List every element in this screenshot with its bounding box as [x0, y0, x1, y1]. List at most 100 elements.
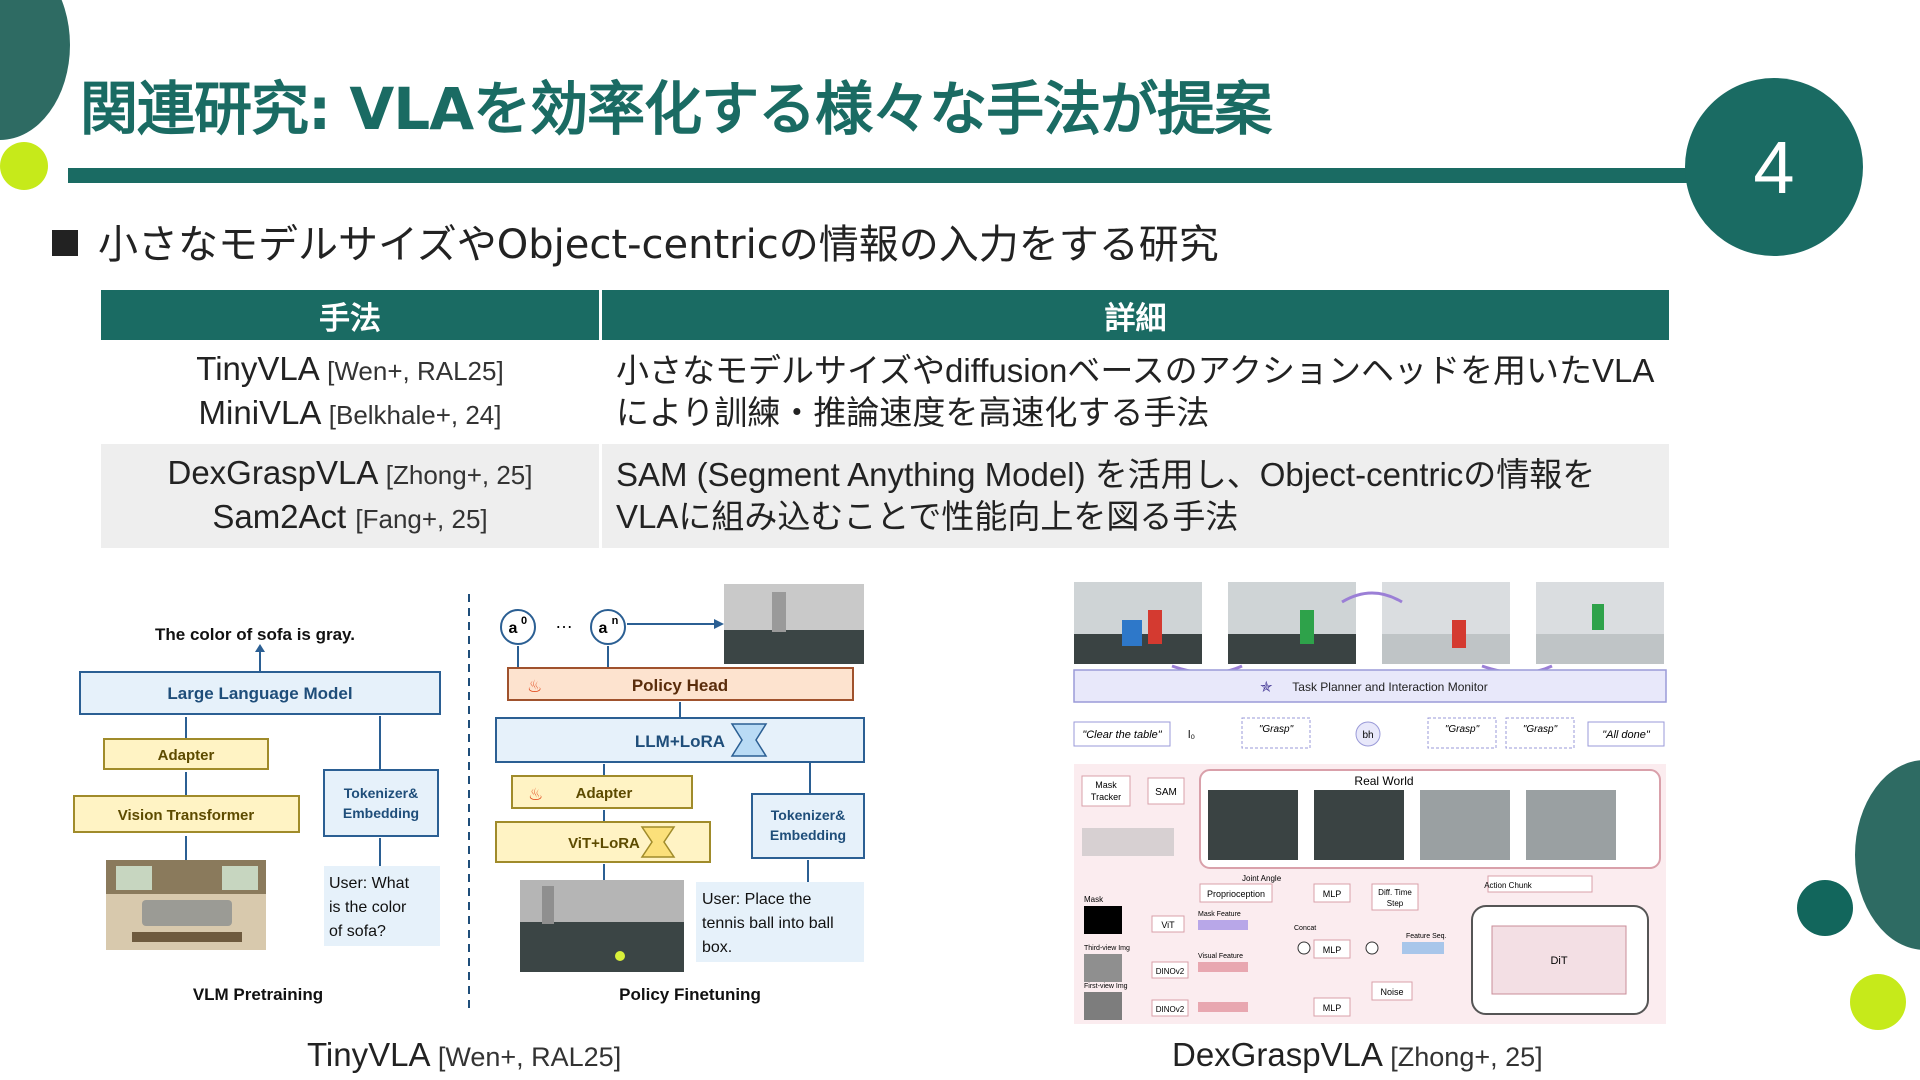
- method-name: Sam2Act: [212, 498, 346, 535]
- real-world-photo: [1420, 790, 1510, 860]
- l0-label: l₀: [1188, 729, 1195, 741]
- scene-photo: [1382, 582, 1510, 664]
- feature-seq-label: Feature Seq.: [1406, 933, 1447, 940]
- visual-feature-label: Visual Feature: [1198, 953, 1243, 960]
- methods-table: 手法 詳細 TinyVLA [Wen+, RAL25] MiniVLA [Bel…: [101, 290, 1669, 548]
- decor-dot-lime-right: [1850, 974, 1906, 1030]
- sam-label: SAM: [1155, 787, 1177, 798]
- llm-label: Large Language Model: [167, 684, 352, 703]
- scene-photo: [1536, 582, 1664, 664]
- decor-circle-top-left: [0, 0, 70, 140]
- caption-name: TinyVLA: [307, 1036, 429, 1073]
- action-an-label: a: [599, 620, 608, 637]
- decor-dot-lime-left: [0, 142, 48, 190]
- method-cite: [Belkhale+, 24]: [329, 400, 502, 430]
- living-room-image: [106, 860, 266, 950]
- concat-label: Concat: [1294, 925, 1316, 932]
- mask-image: [1084, 906, 1122, 934]
- tokenizer2-box: [752, 794, 864, 858]
- bh-label: bh: [1362, 730, 1373, 741]
- llm-lora-label: LLM+LoRA: [635, 732, 725, 751]
- tokenizer2-label: Embedding: [770, 827, 846, 843]
- method-name: MiniVLA: [199, 394, 320, 431]
- mlp-label: MLP: [1323, 889, 1342, 899]
- tokenizer-box: [324, 770, 438, 836]
- robot-table-image-bottom: [520, 880, 684, 972]
- table-header-row: 手法 詳細: [101, 290, 1669, 340]
- grasp-label: "Grasp": [1523, 724, 1558, 735]
- table-row: DexGraspVLA [Zhong+, 25] Sam2Act [Fang+,…: [101, 444, 1669, 548]
- detail-line: により訓練・推論速度を高速化する手法: [616, 392, 1655, 434]
- method-cite: [Wen+, RAL25]: [327, 356, 504, 386]
- user-question-line: User: What: [329, 875, 410, 892]
- bullet-text: 小さなモデルサイズやObject-centricの情報の入力をする研究: [98, 212, 1219, 270]
- scene-photo: [1228, 582, 1356, 664]
- real-world-label: Real World: [1354, 774, 1413, 788]
- grasp-label: "Grasp": [1445, 724, 1480, 735]
- action-ellipsis: …: [555, 612, 573, 632]
- policy-head-label: Policy Head: [632, 676, 728, 695]
- mask-feature-label: Mask Feature: [1198, 911, 1241, 918]
- dexgraspvla-figure: ✯ Task Planner and Interaction Monitor "…: [1072, 580, 1668, 1026]
- mask-label: Mask: [1084, 895, 1104, 904]
- action-chunk-label: Action Chunk: [1484, 881, 1533, 890]
- vlm-pretraining-caption: VLM Pretraining: [193, 985, 323, 1004]
- method-cite: [Zhong+, 25]: [386, 460, 533, 490]
- dinov2-label: DINOv2: [1156, 1005, 1185, 1014]
- noise-label: Noise: [1380, 987, 1403, 997]
- robot-table-image-top: [724, 584, 864, 664]
- adapter-label: Adapter: [158, 747, 215, 764]
- third-view-label: Third-view Img: [1084, 945, 1130, 952]
- dinov2-label: DINOv2: [1156, 967, 1185, 976]
- mlp-label: MLP: [1323, 945, 1342, 955]
- user-command-line: box.: [702, 939, 732, 956]
- method-name: DexGraspVLA: [167, 454, 376, 491]
- vlm-output-text: The color of sofa is gray.: [155, 625, 355, 644]
- bullet-marker: [52, 230, 78, 256]
- method-cite: [Fang+, 25]: [355, 504, 487, 534]
- action-a0-sup: 0: [521, 615, 527, 627]
- first-view-label: First-view Img: [1084, 983, 1128, 990]
- action-an: [591, 610, 625, 644]
- table-header-method: 手法: [101, 290, 601, 340]
- diff-time-label: Step: [1387, 899, 1404, 908]
- user-command-line: User: Place the: [702, 891, 811, 908]
- policy-finetuning-caption: Policy Finetuning: [619, 985, 761, 1004]
- vit-lora-label: ViT+LoRA: [568, 835, 640, 852]
- method-cell: DexGraspVLA [Zhong+, 25] Sam2Act [Fang+,…: [101, 444, 601, 548]
- dit-label: DiT: [1550, 955, 1567, 967]
- feature-seq-bar: [1402, 942, 1444, 954]
- mask-feature-bar: [1198, 920, 1248, 930]
- title-underline: [68, 168, 1708, 183]
- grasp-label: "Grasp": [1259, 724, 1294, 735]
- proprioception-label: Proprioception: [1207, 889, 1265, 899]
- method-name: TinyVLA: [196, 350, 318, 387]
- planner-label: Task Planner and Interaction Monitor: [1292, 680, 1487, 694]
- caption-cite: [Wen+, RAL25]: [438, 1042, 621, 1072]
- hand-photo: [1082, 828, 1174, 856]
- detail-line: SAM (Segment Anything Model) を活用し、Object…: [616, 454, 1655, 496]
- fire-icon: ♨: [528, 785, 543, 804]
- user-command-line: tennis ball into ball: [702, 915, 834, 932]
- user-question-line: of sofa?: [329, 923, 386, 940]
- table-header-detail: 詳細: [601, 290, 1670, 340]
- prompt-text: "Clear the table": [1082, 729, 1162, 741]
- caption-name: DexGraspVLA: [1172, 1036, 1381, 1073]
- joint-angle-label: Joint Angle: [1242, 874, 1282, 883]
- visual-feature-bar: [1198, 962, 1248, 972]
- third-view-image: [1084, 954, 1122, 982]
- dexgraspvla-caption: DexGraspVLA [Zhong+, 25]: [1172, 1036, 1543, 1074]
- detail-cell: 小さなモデルサイズやdiffusionベースのアクションヘッドを用いたVLA に…: [601, 340, 1670, 444]
- mlp-label: MLP: [1323, 1003, 1342, 1013]
- user-question-line: is the color: [329, 899, 407, 916]
- detail-line: VLAに組み込むことで性能向上を図る手法: [616, 496, 1655, 538]
- fire-icon: ♨: [527, 677, 542, 696]
- tokenizer-label: Embedding: [343, 805, 419, 821]
- real-world-photo: [1314, 790, 1404, 860]
- action-a0-label: a: [509, 620, 518, 637]
- scene-photo: [1074, 582, 1202, 664]
- decor-dot-teal-right: [1797, 880, 1853, 936]
- real-world-photo: [1526, 790, 1616, 860]
- vit-label: ViT: [1161, 920, 1175, 930]
- tinyvla-caption: TinyVLA [Wen+, RAL25]: [307, 1036, 621, 1074]
